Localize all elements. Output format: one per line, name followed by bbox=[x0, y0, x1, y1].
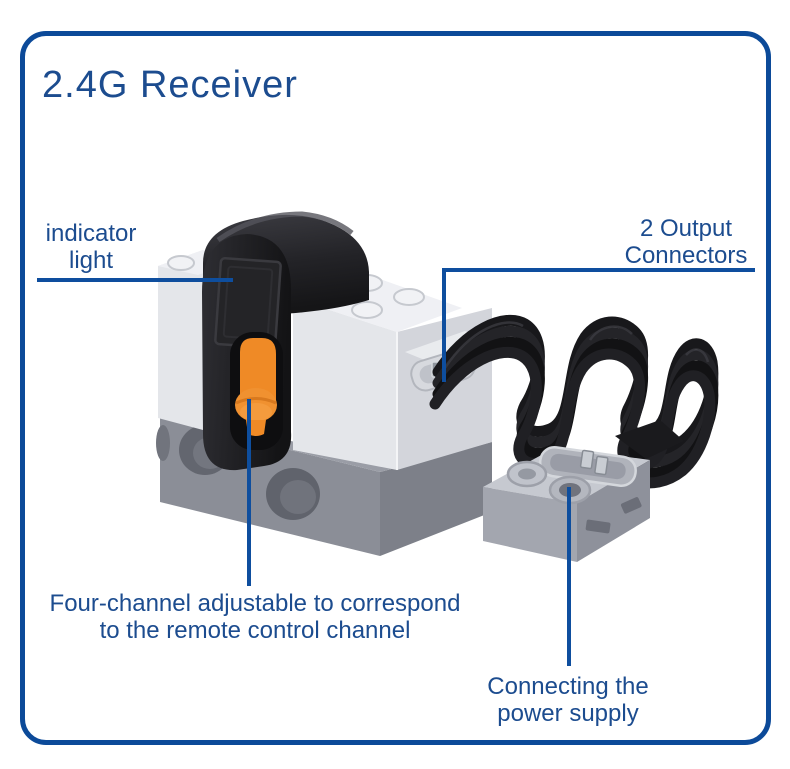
metal-contacts bbox=[579, 449, 609, 476]
four-channel-label-line1: Four-channel adjustable to correspond bbox=[49, 590, 461, 617]
output-cable bbox=[429, 314, 719, 489]
power-supply-label-line1: Connecting the bbox=[487, 673, 649, 700]
output-connectors-label: 2 Output Connectors bbox=[608, 215, 764, 269]
indicator-light-label-line2: light bbox=[68, 247, 114, 274]
power-supply-label-line2: power supply bbox=[497, 700, 639, 727]
indicator-light-callout-line bbox=[37, 278, 233, 282]
power-supply-callout-line bbox=[567, 487, 571, 666]
output-connectors-label-line1: 2 Output bbox=[639, 215, 733, 242]
four-channel-callout-line bbox=[247, 399, 251, 586]
power-connector bbox=[483, 446, 650, 562]
four-channel-label: Four-channel adjustable to correspond to… bbox=[14, 590, 496, 644]
rounded-border-frame bbox=[20, 31, 771, 745]
four-channel-label-line2: to the remote control channel bbox=[99, 617, 411, 644]
power-supply-label: Connecting the power supply bbox=[466, 673, 670, 727]
page-title: 2.4G Receiver bbox=[42, 64, 298, 106]
indicator-light-label: indicator light bbox=[24, 220, 158, 274]
channel-switch bbox=[235, 338, 277, 436]
indicator-light-label-line1: indicator bbox=[45, 220, 137, 247]
output-connectors-label-line2: Connectors bbox=[624, 242, 748, 269]
receiver-front-panel bbox=[202, 234, 292, 471]
output-connectors-callout-line bbox=[442, 268, 755, 382]
receiver-product-photo bbox=[156, 211, 719, 562]
